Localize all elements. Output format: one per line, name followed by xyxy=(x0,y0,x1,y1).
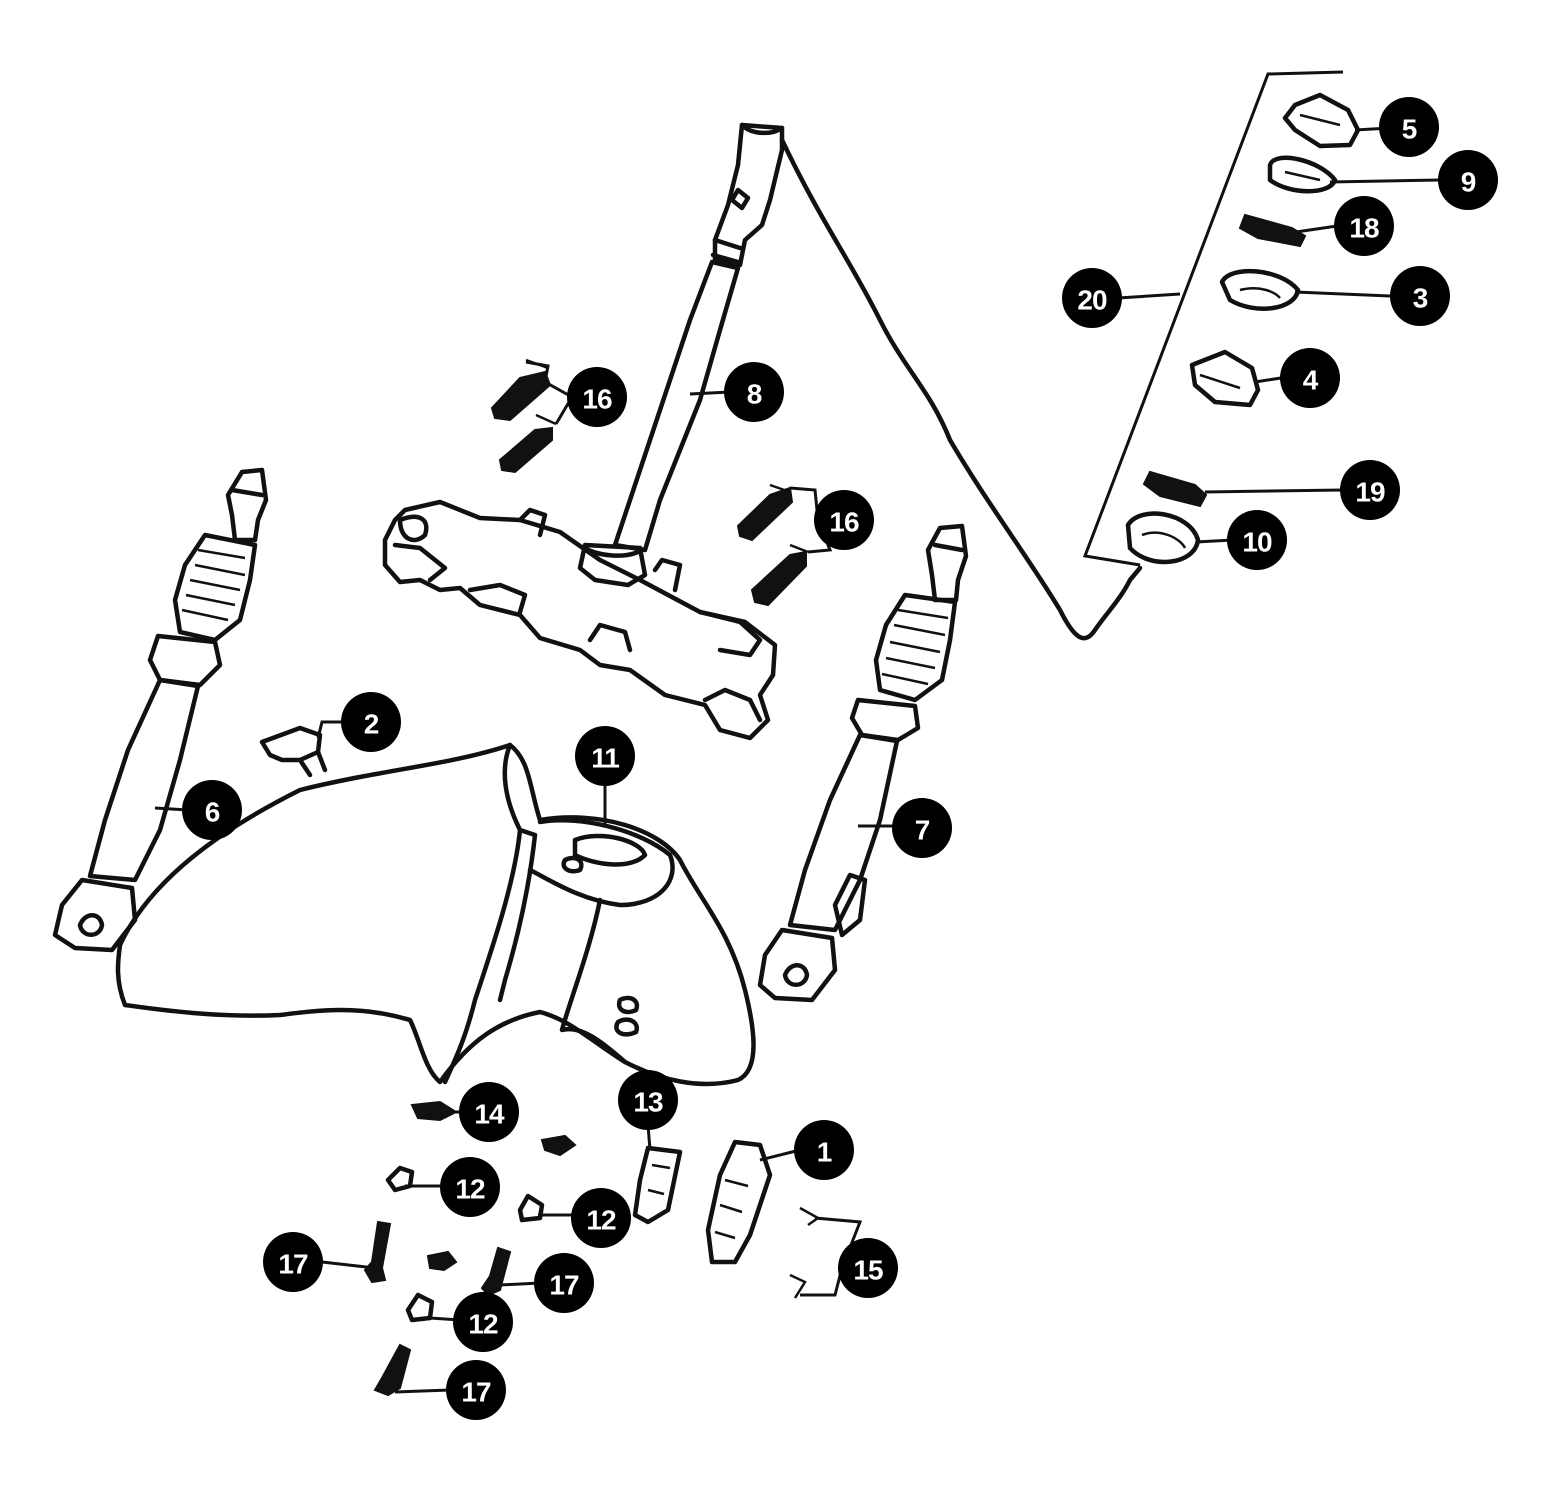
callout-14: 14 xyxy=(459,1082,519,1142)
callout-12-b: 12 xyxy=(571,1188,631,1248)
callout-2-label: 2 xyxy=(364,709,379,740)
callout-15-label: 15 xyxy=(853,1255,883,1286)
callout-16-a: 16 xyxy=(567,367,627,427)
callout-6: 6 xyxy=(182,780,242,840)
small-parts xyxy=(363,1100,821,1397)
bearing-set xyxy=(1082,70,1361,567)
leader-lines xyxy=(154,126,1441,1394)
callout-20-label: 20 xyxy=(1077,285,1107,316)
callout-17-a-label: 17 xyxy=(278,1249,308,1280)
callout-4-label: 4 xyxy=(1303,365,1319,396)
callout-10-label: 10 xyxy=(1242,527,1272,558)
callout-1: 1 xyxy=(794,1120,854,1180)
callout-17-b: 17 xyxy=(534,1253,594,1313)
bolts-16-right xyxy=(736,483,809,607)
callout-17-c: 17 xyxy=(446,1360,506,1420)
callout-5-label: 5 xyxy=(1402,114,1417,145)
callout-12-a-label: 12 xyxy=(455,1174,485,1205)
callout-7: 7 xyxy=(892,798,952,858)
callout-9: 9 xyxy=(1438,150,1498,210)
callout-6-label: 6 xyxy=(205,797,220,828)
left-fork-leg xyxy=(52,467,269,953)
callout-4: 4 xyxy=(1280,348,1340,408)
callout-3-label: 3 xyxy=(1413,283,1428,314)
callout-19: 19 xyxy=(1340,460,1400,520)
callout-18-label: 18 xyxy=(1349,213,1379,244)
callout-3: 3 xyxy=(1390,266,1450,326)
callout-12-c-label: 12 xyxy=(468,1309,498,1340)
right-fork-leg xyxy=(757,523,969,1003)
front-fender xyxy=(115,742,756,1087)
clip-2 xyxy=(259,725,328,778)
callout-13: 13 xyxy=(618,1070,678,1130)
callout-12-a: 12 xyxy=(440,1157,500,1217)
callout-1-label: 1 xyxy=(817,1137,832,1168)
callout-11-label: 11 xyxy=(591,743,619,774)
callout-17-a: 17 xyxy=(263,1232,323,1292)
callout-11: 11 xyxy=(575,726,635,786)
callout-16-b-label: 16 xyxy=(829,507,859,538)
callout-12-c: 12 xyxy=(453,1292,513,1352)
callout-10: 10 xyxy=(1227,510,1287,570)
callout-12-b-label: 12 xyxy=(586,1205,616,1236)
callout-13-label: 13 xyxy=(633,1087,663,1118)
callout-9-label: 9 xyxy=(1461,167,1476,198)
callout-18: 18 xyxy=(1334,196,1394,256)
callout-5: 5 xyxy=(1379,97,1439,157)
callout-14-label: 14 xyxy=(474,1099,505,1130)
callout-17-c-label: 17 xyxy=(461,1377,491,1408)
callout-16-a-label: 16 xyxy=(582,384,612,415)
callout-20: 20 xyxy=(1062,268,1122,328)
callout-19-label: 19 xyxy=(1355,477,1385,508)
steering-stem xyxy=(382,122,1143,741)
callout-15: 15 xyxy=(838,1238,898,1298)
callout-8: 8 xyxy=(724,362,784,422)
callout-2: 2 xyxy=(341,692,401,752)
callout-17-b-label: 17 xyxy=(549,1270,579,1301)
callout-8-label: 8 xyxy=(747,379,762,410)
callout-7-label: 7 xyxy=(915,815,930,846)
callout-16-b: 16 xyxy=(814,490,874,550)
